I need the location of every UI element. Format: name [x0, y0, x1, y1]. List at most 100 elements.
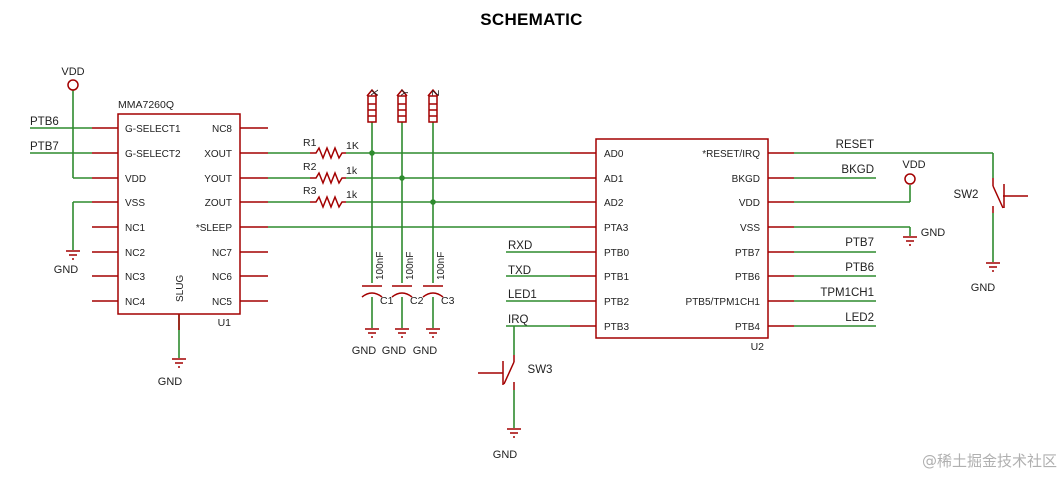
svg-text:GND: GND	[54, 264, 79, 276]
resistor-r2: R2 1k	[303, 161, 358, 186]
gnd-symbol-u2-vss: GND	[903, 227, 946, 246]
u1-pin-vss: VSS	[125, 198, 145, 209]
u2-pin-vdd: VDD	[739, 198, 760, 209]
gnd-symbol-c2: GND	[382, 328, 409, 357]
switch-sw2: SW2	[954, 178, 1028, 213]
u1-pin-nc5: NC5	[212, 297, 232, 308]
svg-text:GND: GND	[921, 227, 946, 239]
gnd-symbol-sw2: GND	[971, 262, 1000, 294]
svg-text:VDD: VDD	[902, 159, 925, 171]
net-reset: RESET	[836, 139, 874, 151]
svg-text:Z: Z	[431, 90, 442, 96]
u1-pin-vdd: VDD	[125, 174, 146, 185]
u2-pin-ptb1: PTB1	[604, 272, 629, 283]
u2-pin-bkgd: BKGD	[732, 174, 760, 185]
svg-text:GND: GND	[493, 449, 518, 461]
u1-pin-yout: YOUT	[204, 174, 232, 185]
svg-text:Y: Y	[400, 89, 411, 96]
net-tpm1ch1: TPM1CH1	[820, 287, 874, 299]
net-led1: LED1	[508, 289, 537, 301]
capacitor-c1: 100nF C1	[361, 252, 394, 307]
u2-pin-ad1: AD1	[604, 174, 624, 185]
svg-text:GND: GND	[971, 282, 996, 294]
u1-pin-nc4: NC4	[125, 297, 145, 308]
capacitor-c3: 100nF C3	[422, 252, 455, 307]
svg-text:100nF: 100nF	[436, 252, 447, 280]
net-bkgd: BKGD	[841, 164, 874, 176]
u1-pin-nc6: NC6	[212, 272, 232, 283]
u2-pin-ptb0: PTB0	[604, 248, 629, 259]
capacitor-c2: 100nF C2	[391, 252, 424, 307]
net-labels: PTB6 PTB7 RXD TXD LED1 IRQ RESET BKGD PT…	[30, 116, 874, 326]
u2-pin-pta3: PTA3	[604, 223, 629, 234]
gnd-symbol-vss: GND	[54, 250, 80, 276]
svg-text:100nF: 100nF	[375, 252, 386, 280]
svg-text:X: X	[370, 89, 381, 96]
switch-sw3: SW3	[478, 355, 552, 390]
u2-pin-ptb7: PTB7	[735, 248, 760, 259]
u2-pin-reset-irq: *RESET/IRQ	[702, 149, 760, 160]
svg-text:1k: 1k	[346, 189, 358, 201]
svg-text:VDD: VDD	[61, 66, 84, 78]
resistor-r1: R1 1K	[303, 137, 359, 161]
u2-pin-vss: VSS	[740, 223, 760, 234]
vdd-symbol-left: VDD	[61, 66, 85, 91]
svg-text:GND: GND	[158, 376, 183, 388]
u1-pin-gselect1: G-SELECT1	[125, 124, 181, 135]
svg-text:R1: R1	[303, 137, 317, 149]
u1-pin-gselect2: G-SELECT2	[125, 149, 181, 160]
net-ptb6-in: PTB6	[30, 116, 59, 128]
svg-text:C3: C3	[441, 295, 455, 307]
u1-ref-label: U1	[218, 317, 232, 329]
net-led2: LED2	[845, 312, 874, 324]
vdd-symbol-right: VDD	[902, 159, 926, 185]
net-irq: IRQ	[508, 314, 529, 326]
svg-text:R3: R3	[303, 185, 317, 197]
svg-text:SW3: SW3	[528, 364, 553, 376]
net-ptb6-out: PTB6	[845, 262, 874, 274]
u1-pin-nc7: NC7	[212, 248, 232, 259]
test-point-x: X	[366, 88, 381, 123]
u1-slug-label: SLUG	[175, 275, 186, 302]
gnd-symbol-u1: GND	[158, 358, 186, 388]
net-rxd: RXD	[508, 240, 532, 252]
net-txd: TXD	[508, 265, 531, 277]
gnd-symbol-c3: GND	[413, 328, 440, 357]
gnd-symbol-sw3: GND	[493, 428, 521, 461]
u1-pin-nc1: NC1	[125, 223, 145, 234]
u1-pin-xout: XOUT	[204, 149, 232, 160]
gnd-symbol-c1: GND	[352, 328, 379, 357]
u1-pin-nc3: NC3	[125, 272, 145, 283]
resistor-r3: R3 1k	[303, 185, 358, 210]
u1-pin-sleep: *SLEEP	[196, 223, 232, 234]
u2-pin-ad2: AD2	[604, 198, 624, 209]
u2-pin-ptb3: PTB3	[604, 322, 629, 333]
u1-pin-zout: ZOUT	[205, 198, 232, 209]
wires	[30, 90, 994, 428]
net-ptb7-out: PTB7	[845, 237, 874, 249]
u2-pin-ptb4: PTB4	[735, 322, 760, 333]
svg-text:GND: GND	[382, 345, 407, 357]
u2-pin-ptb2: PTB2	[604, 297, 629, 308]
svg-text:R2: R2	[303, 161, 317, 173]
u2-ref-label: U2	[751, 341, 765, 353]
watermark: @稀土掘金技术社区	[921, 452, 1057, 470]
u2-pin-ptb6: PTB6	[735, 272, 760, 283]
svg-text:100nF: 100nF	[405, 252, 416, 280]
u2-pin-ad0: AD0	[604, 149, 624, 160]
u1-pin-nc8: NC8	[212, 124, 232, 135]
svg-text:1k: 1k	[346, 165, 358, 177]
svg-text:SW2: SW2	[954, 189, 979, 201]
u1-part-label: MMA7260Q	[118, 99, 174, 111]
u2-pin-ptb5-tpm1ch1: PTB5/TPM1CH1	[686, 297, 761, 308]
junction-dots	[369, 150, 436, 205]
svg-text:1K: 1K	[346, 140, 359, 152]
svg-text:C1: C1	[380, 295, 394, 307]
net-ptb7-in: PTB7	[30, 141, 59, 153]
svg-text:C2: C2	[410, 295, 424, 307]
test-point-z: Z	[427, 88, 442, 123]
u2-chip: U2 AD0 AD1 AD2 PTA3 PTB0 PTB1 PTB2 PTB3 …	[570, 138, 794, 353]
u1-pin-nc2: NC2	[125, 248, 145, 259]
u1-chip: MMA7260Q U1 SLUG G-SELECT1 G-SELECT2 VDD…	[92, 99, 268, 330]
